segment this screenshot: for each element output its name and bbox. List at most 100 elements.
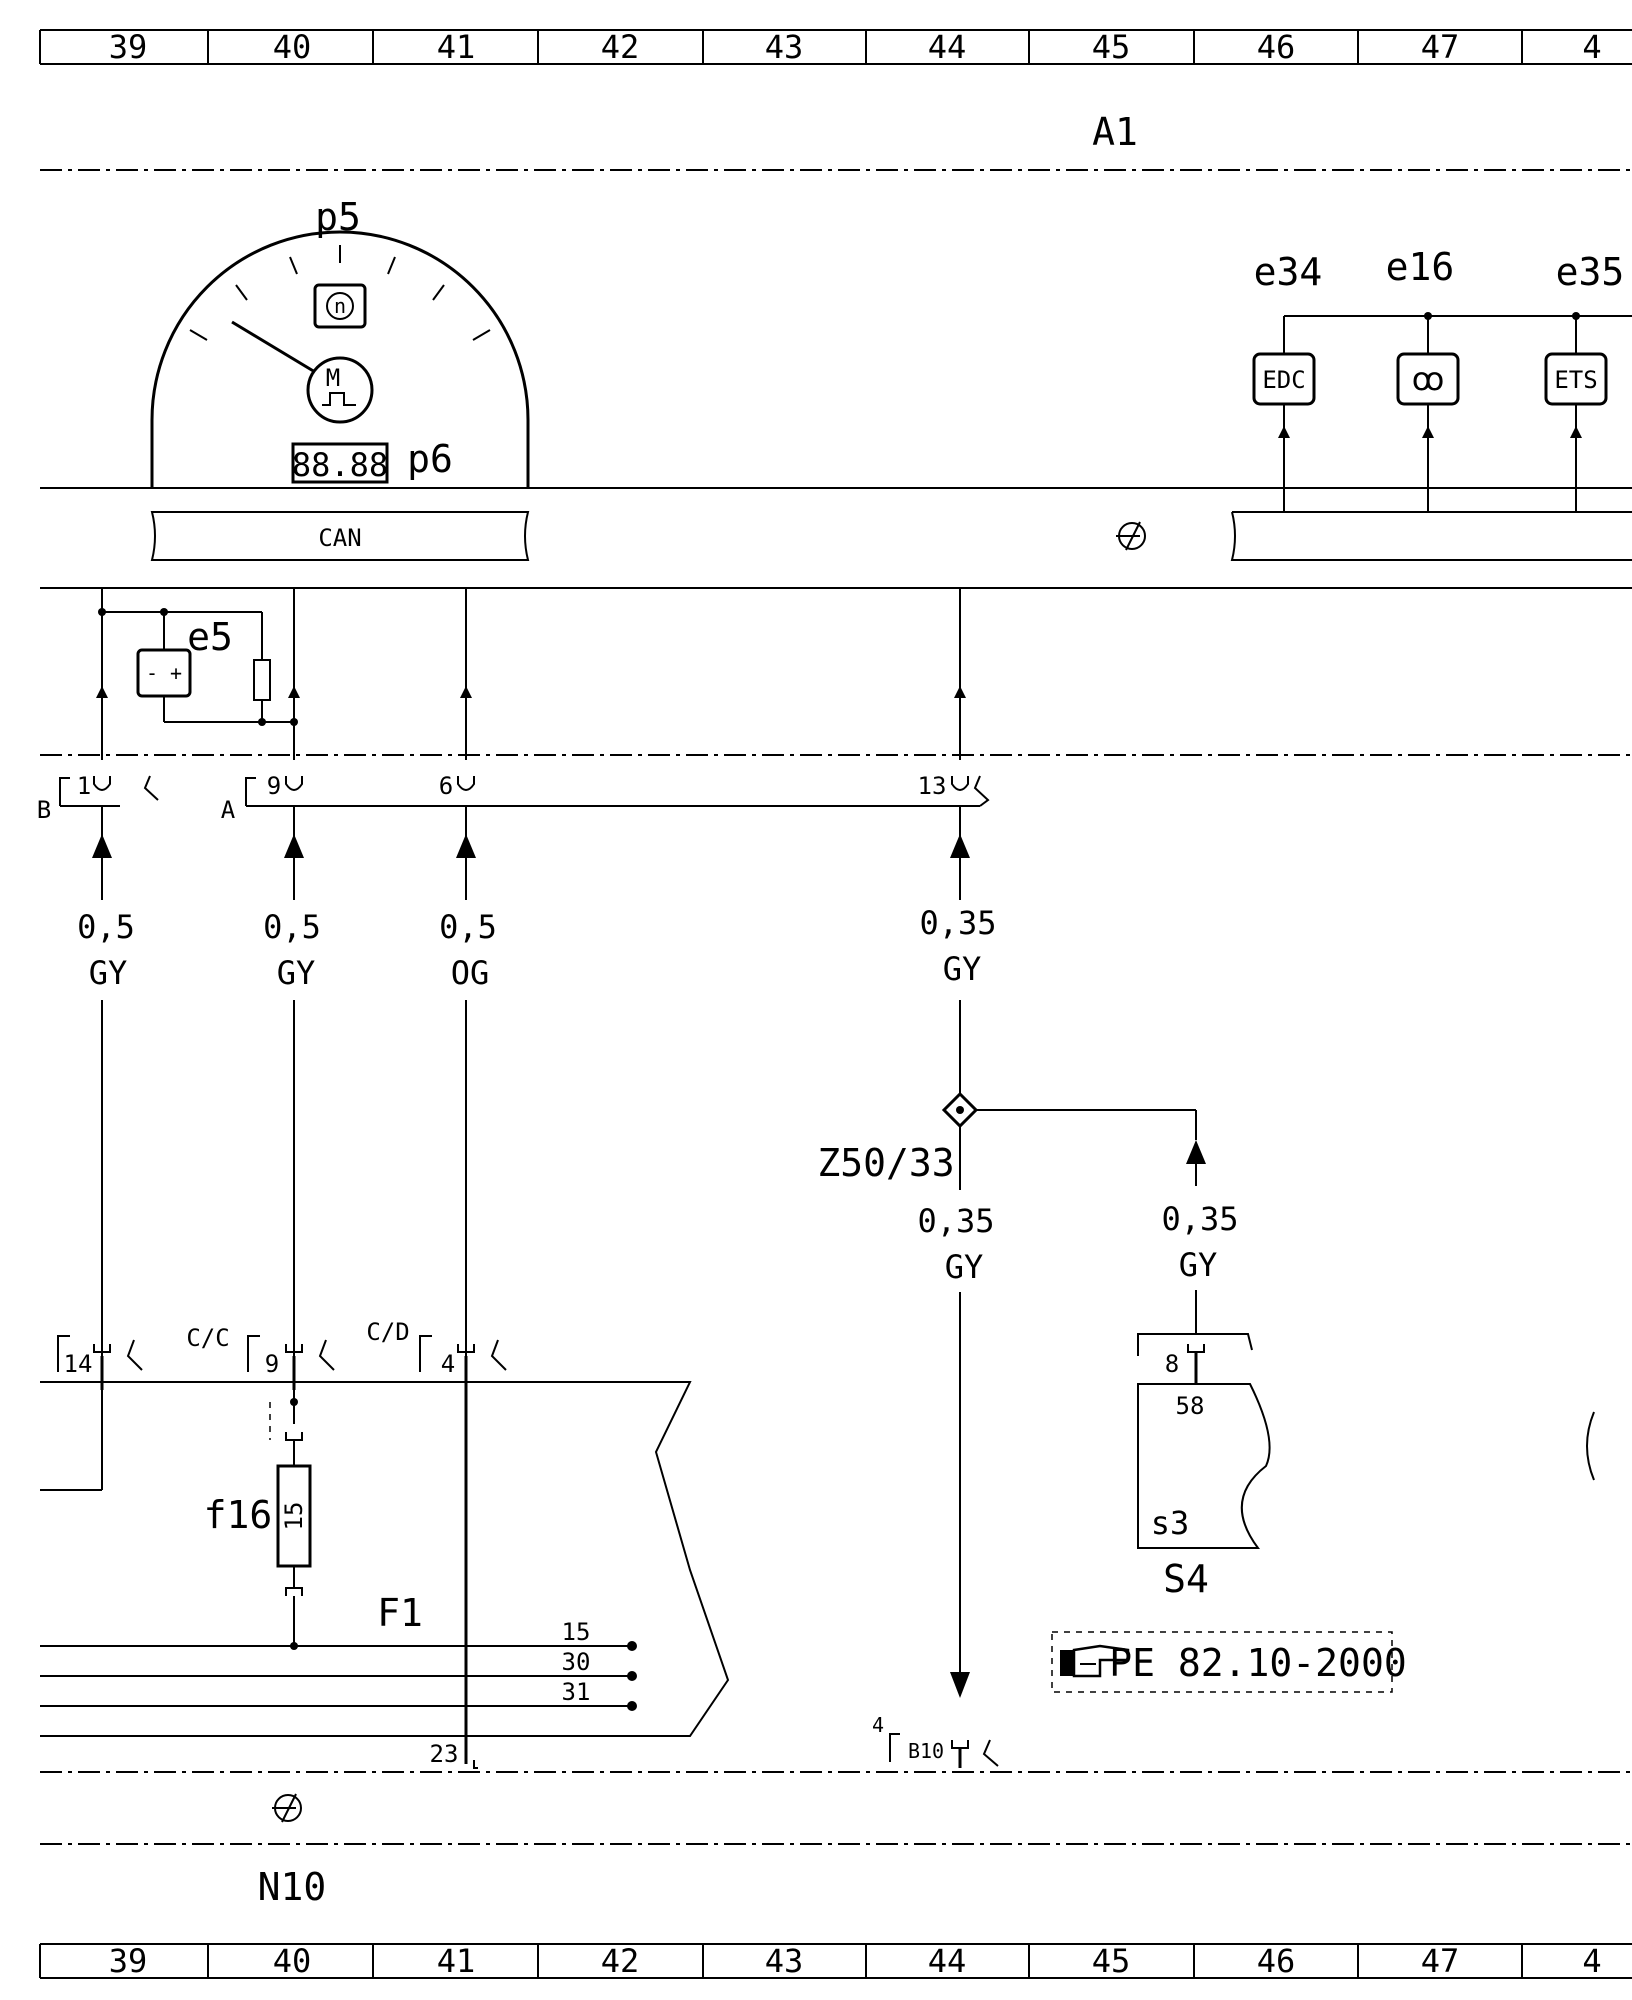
ground-symbol-icon	[272, 1793, 302, 1823]
connector-name: C/D	[366, 1318, 409, 1346]
switch-pin: 58	[1176, 1392, 1205, 1420]
edc-label: e34	[1254, 250, 1323, 294]
connector-name: C/C	[186, 1324, 229, 1352]
tachometer-gauge: p5 n M 88.88 p6	[150, 195, 530, 488]
splice-z50-33: Z50/33	[817, 1091, 979, 1185]
column-label: 39	[109, 28, 148, 66]
ets-label: e35	[1556, 250, 1625, 294]
connector-pin: 9	[267, 772, 281, 800]
column-label: 40	[273, 1942, 312, 1980]
column-label: 41	[437, 1942, 476, 1980]
column-label: 42	[601, 1942, 640, 1980]
connector-c-c: C/C 9	[186, 1324, 335, 1378]
column-label: 46	[1257, 28, 1296, 66]
column-label: 47	[1421, 28, 1460, 66]
wire-color: GY	[1179, 1246, 1218, 1284]
resistor	[253, 659, 271, 701]
busbar-label: 31	[562, 1678, 591, 1706]
wire-color: GY	[89, 954, 128, 992]
wire-size: 0,35	[917, 1202, 994, 1240]
column-label: 4	[1582, 1942, 1601, 1980]
column-label: 45	[1092, 1942, 1131, 1980]
central-electrics-outline	[40, 1381, 730, 1737]
can-bus: CAN	[150, 511, 530, 561]
column-label: 42	[601, 28, 640, 66]
digital-display-digits: 88.88	[292, 446, 388, 484]
battery-circuit: - + e5	[98, 588, 298, 726]
connector-14: 14	[57, 1335, 143, 1378]
can-bus-label: CAN	[318, 524, 361, 552]
wire-size: 0,5	[77, 908, 135, 946]
wire-size: 0,5	[263, 908, 321, 946]
fuse-value: 15	[280, 1502, 308, 1531]
rpm-icon-box	[313, 283, 367, 329]
switch-ref: s3	[1151, 1504, 1190, 1542]
busbar-label: 30	[562, 1648, 591, 1676]
fuse-f16: 15 f16	[204, 1390, 312, 1650]
gauge-label: p5	[315, 195, 361, 239]
column-ruler-bottom: 39 40 41 42 43 44 45 46 47 4	[39, 1942, 1632, 1980]
splice-label: Z50/33	[817, 1141, 954, 1185]
reference-note: PE 82.10-2000	[1051, 1631, 1407, 1693]
wire-size: 0,35	[1161, 1200, 1238, 1238]
glow-plug-icon: ꝏ	[1412, 360, 1445, 398]
edc-lamp-label: EDC	[1262, 366, 1305, 394]
connector-pin: 4	[872, 1713, 884, 1737]
column-label: 46	[1257, 1942, 1296, 1980]
connector-b10: 4 B10	[872, 1713, 999, 1768]
connector-pin: 6	[439, 772, 453, 800]
connector-b: B 1	[37, 772, 159, 824]
connector-pin: 8	[1165, 1350, 1179, 1378]
column-label: 44	[928, 1942, 967, 1980]
connector-c-d: C/D 4	[366, 1318, 507, 1378]
wire-color: OG	[451, 954, 490, 992]
connector-a: A 9 6 13	[221, 772, 990, 824]
wire-size: 0,5	[439, 908, 497, 946]
battery-icon-label: - +	[146, 661, 182, 685]
connector-name: B10	[908, 1739, 944, 1763]
fuse-box-label: F1	[377, 1591, 423, 1635]
wire-color: GY	[943, 950, 982, 988]
wire-color: GY	[945, 1248, 984, 1286]
column-ruler-top: 39 40 41 42 43 44 45 46 47 4	[39, 28, 1632, 66]
column-label: 39	[109, 1942, 148, 1980]
pointing-hand-icon	[1060, 1644, 1130, 1678]
module-label: A1	[1092, 110, 1138, 154]
motor-icon	[306, 356, 374, 424]
connector-name: A	[221, 796, 236, 824]
rpm-icon	[326, 292, 354, 320]
digital-display	[291, 442, 389, 484]
column-label: 43	[765, 28, 804, 66]
lamp-label: e16	[1386, 245, 1455, 289]
wire-size: 0,35	[919, 904, 996, 942]
fuse-label: f16	[204, 1493, 273, 1537]
pin-label: 23	[430, 1740, 459, 1768]
gauge-needle	[231, 320, 316, 374]
column-label: 41	[437, 28, 476, 66]
column-label: 4	[1582, 28, 1601, 66]
ground-node-label: N10	[258, 1865, 327, 1909]
rpm-icon-label: n	[334, 294, 346, 318]
connector-pin: 9	[265, 1350, 279, 1378]
column-label: 45	[1092, 28, 1131, 66]
busbar-label: 15	[562, 1618, 591, 1646]
connector-pin: 1	[77, 772, 91, 800]
connector-name: B	[37, 796, 51, 824]
ets-lamp-label: ETS	[1554, 366, 1597, 394]
indicator-lamps: e34 e16 e35 EDC ꝏ ETS	[1252, 245, 1632, 512]
connector-pin: 4	[441, 1350, 455, 1378]
column-label: 47	[1421, 1942, 1460, 1980]
ground-symbol-icon	[1116, 521, 1146, 551]
connector-pin: 14	[64, 1350, 93, 1378]
reference-text: PE 82.10-2000	[1109, 1641, 1406, 1685]
column-label: 44	[928, 28, 967, 66]
column-label: 40	[273, 28, 312, 66]
column-label: 43	[765, 1942, 804, 1980]
connector-pin: 13	[918, 772, 947, 800]
switch-s4: 8 58 s3 S4	[1137, 1333, 1271, 1601]
motor-icon-label: M	[326, 364, 340, 392]
fuse-box-f1: F1 15 30 31 23	[40, 1390, 637, 1769]
wire-color: GY	[277, 954, 316, 992]
display-label: p6	[407, 437, 453, 481]
